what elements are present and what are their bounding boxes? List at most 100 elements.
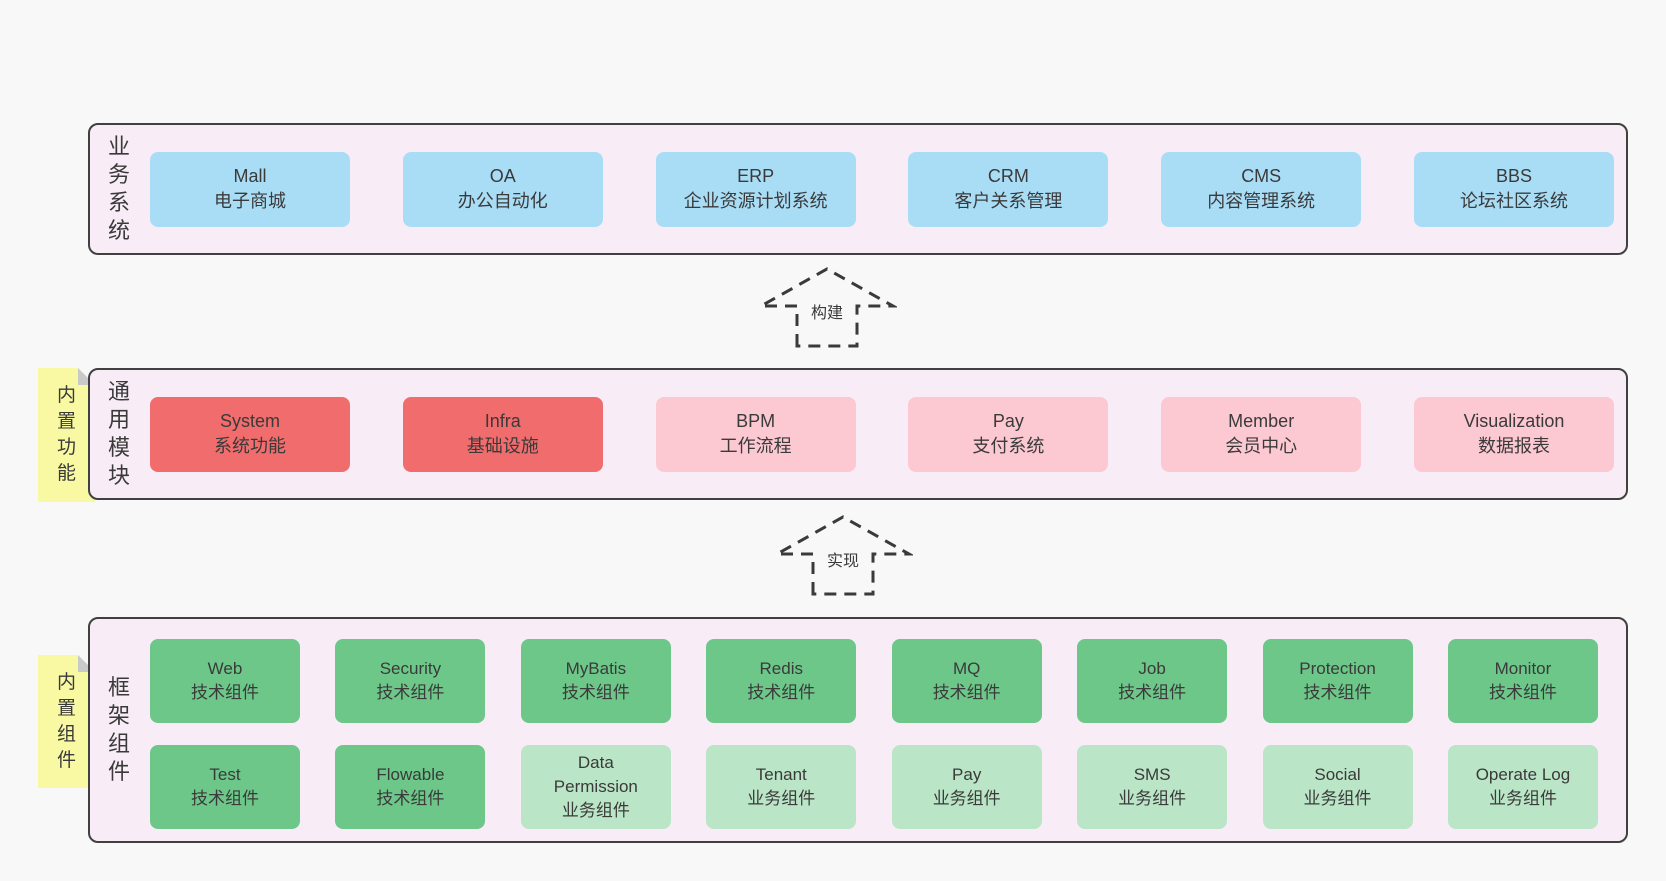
box-title: BPM <box>736 411 776 431</box>
box-title: Job <box>1138 659 1166 678</box>
box-pay-component: Pay 业务组件 <box>891 745 1042 829</box>
box-protection: Protection 技术组件 <box>1262 639 1413 723</box>
box-title: Security <box>379 659 442 678</box>
build-arrow: 构建 <box>757 262 897 348</box>
box-sms: SMS 业务组件 <box>1077 745 1228 829</box>
box-title: Infra <box>484 411 521 431</box>
box-title: Test <box>209 765 241 784</box>
box-subtitle: 工作流程 <box>719 436 792 456</box>
box-mq: MQ 技术组件 <box>891 639 1042 723</box>
band-label-business-systems: 业务系统 <box>107 134 130 243</box>
box-subtitle: 业务组件 <box>1488 789 1557 808</box>
up-arrow-icon <box>773 515 913 596</box>
box-crm: CRM 客户关系管理 <box>908 151 1109 227</box>
box-subtitle: 基础设施 <box>466 436 539 456</box>
box-title: Pay <box>992 411 1024 431</box>
box-subtitle: 企业资源计划系统 <box>683 191 828 211</box>
box-title: Member <box>1228 411 1295 431</box>
box-subtitle: 业务组件 <box>1303 789 1372 808</box>
box-title: CMS <box>1241 166 1282 186</box>
box-visualization: Visualization 数据报表 <box>1413 396 1614 472</box>
sticky-label: 内置组件 <box>56 671 76 771</box>
box-subtitle: 技术组件 <box>376 683 445 702</box>
box-title: Pay <box>952 765 982 784</box>
box-title: Data Permission <box>553 753 638 796</box>
box-redis: Redis 技术组件 <box>706 639 857 723</box>
box-security: Security 技术组件 <box>335 639 486 723</box>
box-mall: Mall 电子商城 <box>150 151 350 227</box>
box-data-permission: Data Permission 业务组件 <box>520 745 671 829</box>
box-subtitle: 技术组件 <box>1488 683 1557 702</box>
module-boxes-row: System 系统功能 Infra 基础设施 BPM 工作流程 Pay 支付系统… <box>150 370 1614 498</box>
box-operate-log: Operate Log 业务组件 <box>1447 745 1598 829</box>
box-subtitle: 技术组件 <box>1118 683 1187 702</box>
box-subtitle: 内容管理系统 <box>1207 191 1316 211</box>
box-bpm: BPM 工作流程 <box>655 396 856 472</box>
box-title: Operate Log <box>1475 765 1571 784</box>
box-title: System <box>219 411 280 431</box>
box-title: Social <box>1314 765 1361 784</box>
box-title: Web <box>207 659 243 678</box>
box-subtitle: 会员中心 <box>1225 436 1298 456</box>
box-title: CRM <box>987 166 1029 186</box>
box-title: ERP <box>737 166 775 186</box>
sticky-note-built-in-components: 内置组件 <box>38 655 95 788</box>
box-subtitle: 办公自动化 <box>457 191 548 211</box>
box-test: Test 技术组件 <box>150 745 300 829</box>
box-subtitle: 数据报表 <box>1477 436 1550 456</box>
component-row-1: Web 技术组件 Security 技术组件 MyBatis 技术组件 Redi… <box>150 639 1598 723</box>
box-subtitle: 技术组件 <box>747 683 816 702</box>
box-subtitle: 业务组件 <box>561 801 630 820</box>
box-title: SMS <box>1133 765 1171 784</box>
box-title: Monitor <box>1494 659 1552 678</box>
box-flowable: Flowable 技术组件 <box>335 745 486 829</box>
box-oa: OA 办公自动化 <box>402 151 603 227</box>
box-social: Social 业务组件 <box>1262 745 1413 829</box>
band-common-modules: 通用模块 System 系统功能 Infra 基础设施 BPM 工作流程 Pay… <box>88 368 1628 500</box>
band-business-systems: 业务系统 Mall 电子商城 OA 办公自动化 ERP 企业资源计划系统 CRM… <box>88 123 1628 255</box>
sticky-label: 内置功能 <box>56 385 76 484</box>
box-title: Tenant <box>755 765 807 784</box>
implement-arrow: 实现 <box>773 510 913 596</box>
box-title: Mall <box>233 166 267 186</box>
box-job: Job 技术组件 <box>1077 639 1228 723</box>
box-title: Visualization <box>1463 411 1565 431</box>
box-subtitle: 技术组件 <box>561 683 630 702</box>
component-rows: Web 技术组件 Security 技术组件 MyBatis 技术组件 Redi… <box>150 639 1598 829</box>
box-subtitle: 支付系统 <box>972 436 1045 456</box>
box-subtitle: 业务组件 <box>1118 789 1187 808</box>
box-erp: ERP 企业资源计划系统 <box>655 151 856 227</box>
up-arrow-icon <box>757 267 897 348</box>
box-pay-module: Pay 支付系统 <box>908 396 1109 472</box>
box-title: Redis <box>759 659 803 678</box>
box-subtitle: 技术组件 <box>376 789 445 808</box>
box-mybatis: MyBatis 技术组件 <box>520 639 671 723</box>
box-subtitle: 业务组件 <box>932 789 1001 808</box>
build-arrow-label: 构建 <box>806 298 848 324</box>
box-subtitle: 论坛社区系统 <box>1459 191 1568 211</box>
component-row-2: Test 技术组件 Flowable 技术组件 Data Permission … <box>150 745 1598 829</box>
box-system: System 系统功能 <box>150 396 350 472</box>
box-title: MQ <box>952 659 981 678</box>
box-infra: Infra 基础设施 <box>402 396 603 472</box>
box-subtitle: 技术组件 <box>191 789 259 808</box>
box-cms: CMS 内容管理系统 <box>1161 151 1362 227</box>
implement-arrow-label: 实现 <box>822 546 864 572</box>
box-subtitle: 技术组件 <box>932 683 1001 702</box>
box-subtitle: 系统功能 <box>214 436 286 456</box>
box-subtitle: 技术组件 <box>1303 683 1372 702</box>
box-subtitle: 技术组件 <box>191 683 259 702</box>
box-title: OA <box>489 166 516 186</box>
box-title: BBS <box>1495 166 1532 186</box>
box-subtitle: 业务组件 <box>747 789 816 808</box>
box-title: MyBatis <box>565 659 627 678</box>
box-monitor: Monitor 技术组件 <box>1447 639 1598 723</box>
box-tenant: Tenant 业务组件 <box>706 745 857 829</box>
sticky-note-built-in-features: 内置功能 <box>38 368 95 502</box>
box-bbs: BBS 论坛社区系统 <box>1413 151 1614 227</box>
business-boxes-row: Mall 电子商城 OA 办公自动化 ERP 企业资源计划系统 CRM 客户关系… <box>150 125 1614 253</box>
box-title: Protection <box>1299 659 1376 678</box>
box-member: Member 会员中心 <box>1161 396 1362 472</box>
band-label-framework-components: 框架组件 <box>107 675 130 784</box>
